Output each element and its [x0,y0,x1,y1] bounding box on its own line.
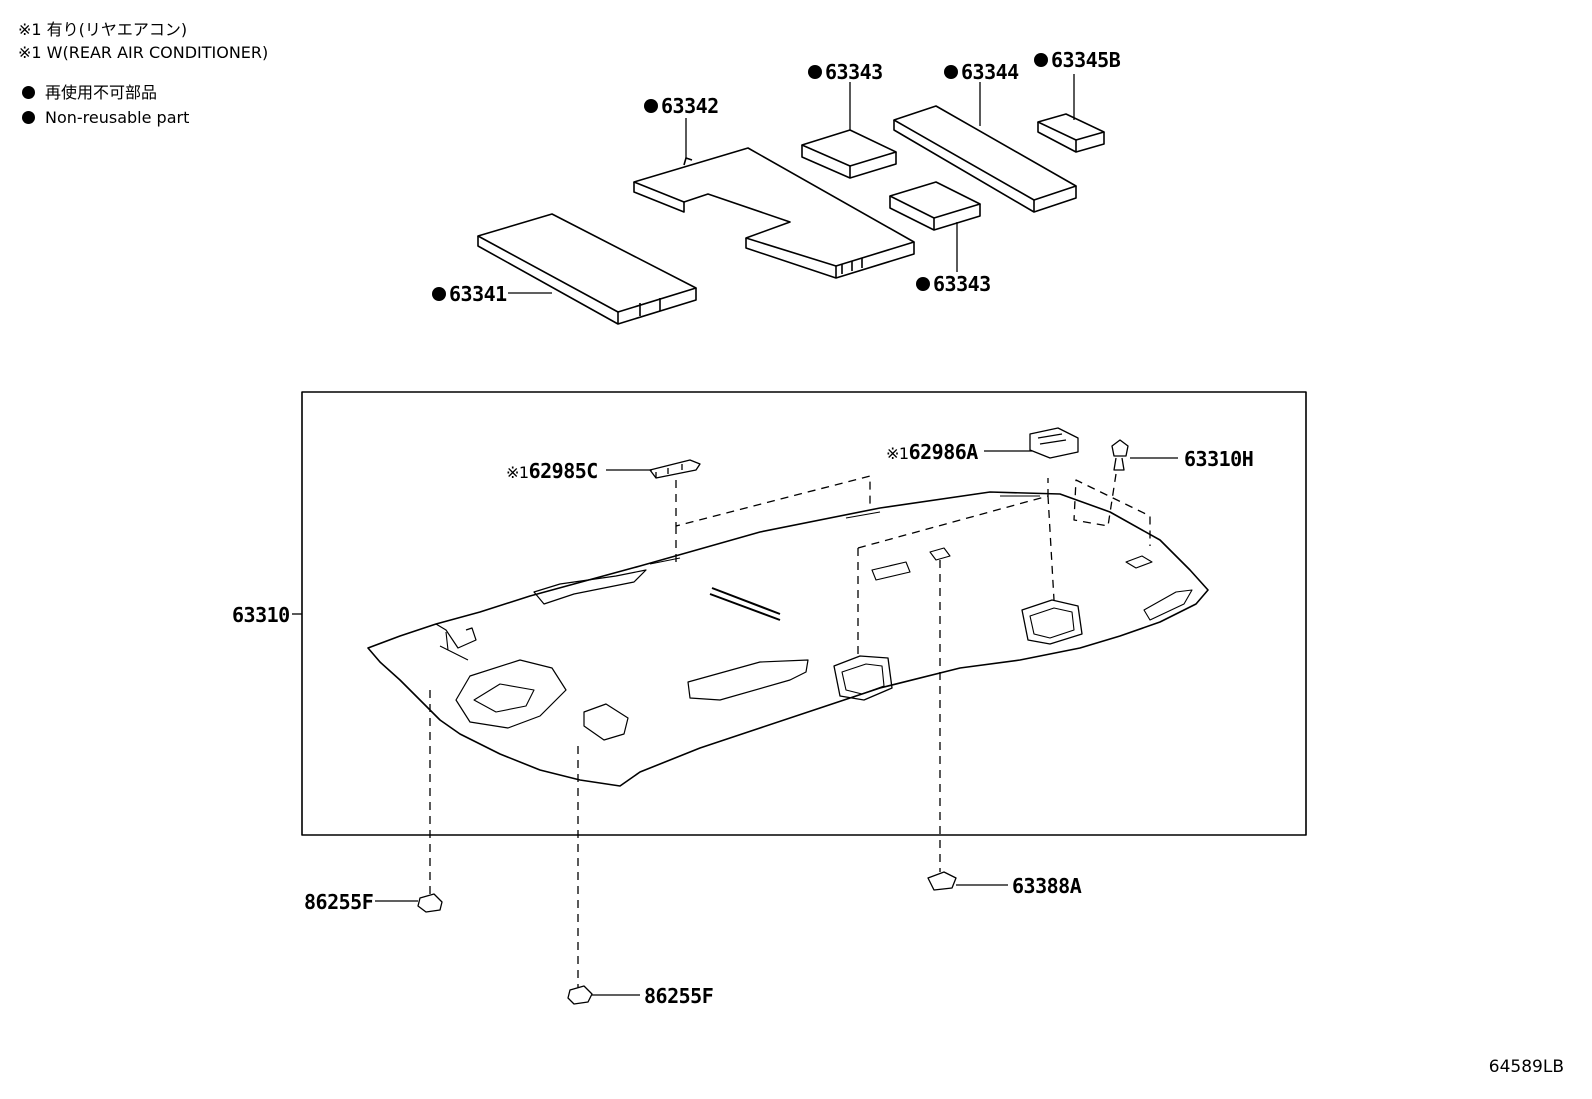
nonreusable-dot-icon [1034,53,1048,67]
callout-63345b: 63345B [1034,48,1121,72]
note-marker: ※1 [886,444,909,463]
lamp-62986a [1029,427,1079,459]
callout-63343-top: 63343 [808,60,883,84]
legend-nonreusable-en: Non-reusable part [22,108,189,128]
clip-63388a [927,871,957,891]
clip-86255f-bottom [567,985,593,1005]
callout-63310h: 63310H [1184,447,1254,471]
nonreusable-dot-icon [644,99,658,113]
part-number: 63343 [825,60,883,84]
part-number: 62985C [528,459,599,483]
part-number: 63388A [1012,874,1082,898]
part-number: 62986A [908,440,979,464]
part-number: 86255F [304,890,374,914]
nonreusable-dot-icon [808,65,822,79]
part-number: 86255F [644,984,714,1008]
legend-nonreusable-jp: 再使用不可部品 [22,83,157,103]
pad-63345b [1037,113,1105,153]
callout-63388a: 63388A [1012,874,1082,898]
clip-62985c [649,459,701,479]
pad-63343-bottom [889,181,981,231]
pad-63343-top [801,129,897,179]
part-number: 63310 [232,603,290,627]
nonreusable-dot-icon [916,277,930,291]
callout-63343-bottom: 63343 [916,272,991,296]
note-marker: ※1 [506,463,529,482]
callout-86255f-left: 86255F [304,890,374,914]
legend-nonreusable-jp-text: 再使用不可部品 [45,83,158,102]
pad-63344 [893,105,1077,213]
part-number: 63310H [1184,447,1254,471]
part-number: 63341 [449,282,507,306]
legend-note-jp: ※1 有り(リヤエアコン) [18,20,188,39]
part-number: 63343 [933,272,991,296]
clip-63310h [1111,439,1129,471]
callout-63344: 63344 [944,60,1019,84]
pad-63342 [633,147,915,279]
nonreusable-dot-icon [944,65,958,79]
pad-63341 [477,213,697,325]
illustration-code: 64589LB [1488,1057,1564,1077]
headliner-63310 [367,491,1209,787]
callout-62986a: ※162986A [886,440,978,466]
callout-63341: 63341 [432,282,507,306]
legend-nonreusable-en-text: Non-reusable part [45,108,190,127]
clip-86255f-left [417,893,443,913]
bullet-icon [22,111,35,124]
callout-63342: 63342 [644,94,719,118]
part-number: 63345B [1051,48,1121,72]
part-number: 63342 [661,94,719,118]
nonreusable-dot-icon [432,287,446,301]
callout-86255f-bottom: 86255F [644,984,714,1008]
bullet-icon [22,86,35,99]
callout-63310: 63310 [232,603,290,627]
callout-62985c: ※162985C [506,459,598,485]
part-number: 63344 [961,60,1019,84]
legend-note-en: ※1 W(REAR AIR CONDITIONER) [18,43,269,62]
